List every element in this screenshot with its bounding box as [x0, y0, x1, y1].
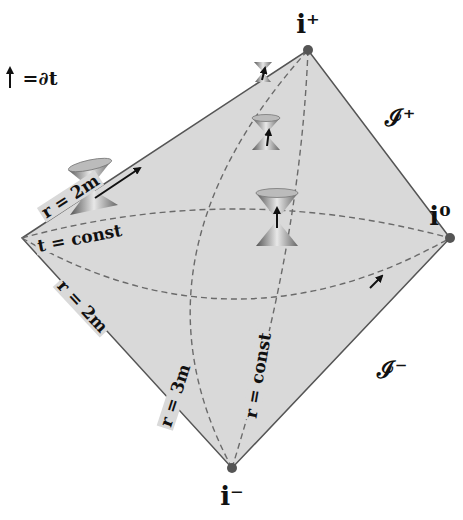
infinity-label: ℐ⁻ — [375, 358, 410, 382]
point-label: i⁰ — [427, 203, 452, 229]
r-3m-curve — [190, 50, 308, 468]
killing-arrow — [276, 208, 278, 228]
light-cone — [252, 115, 280, 151]
spacetime-region — [22, 50, 450, 468]
vector-label: =∂t — [21, 69, 60, 88]
vertex-dot — [227, 463, 237, 473]
point-label: i⁺ — [294, 11, 322, 37]
light-cone — [256, 189, 298, 247]
t-const-curve — [22, 238, 450, 299]
killing-arrow — [370, 276, 382, 288]
r-const-curve — [232, 50, 308, 468]
light-cone — [254, 62, 272, 82]
killing-arrow — [267, 130, 269, 146]
point-label: i⁻ — [218, 483, 246, 509]
vertex-dot — [303, 45, 313, 55]
infinity-label: ℐ⁺ — [383, 106, 418, 130]
killing-arrow — [262, 68, 265, 80]
vertex-dot — [445, 233, 455, 243]
legend-arrow — [9, 68, 11, 88]
